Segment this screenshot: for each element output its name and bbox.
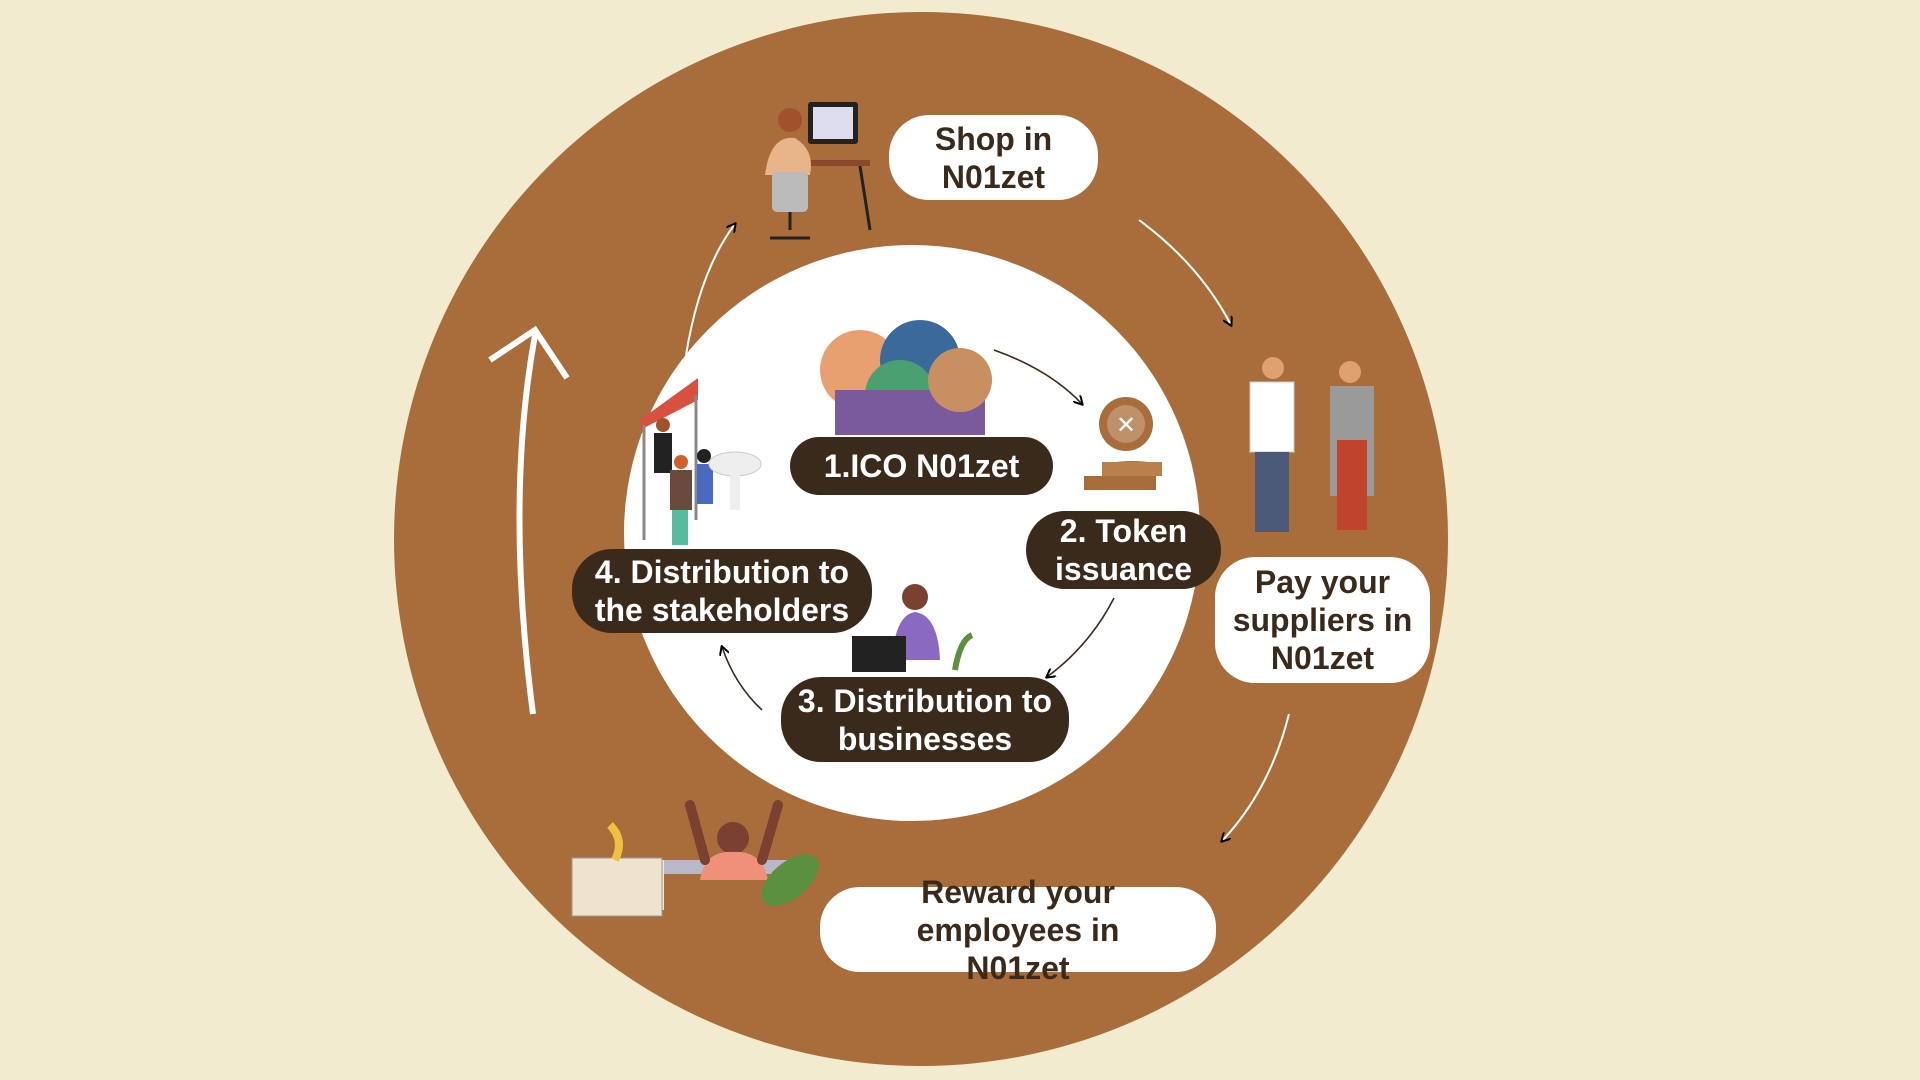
arrow-businesses-to-stakeholders xyxy=(722,647,763,711)
arrow-shop-to-pay xyxy=(1138,219,1231,325)
handshake-illustration xyxy=(1249,357,1374,532)
step-ico-label: 1.ICO N01zet xyxy=(790,437,1053,495)
booth-stakeholders-illustration xyxy=(640,378,762,545)
step-reward-employees-label: Reward your employees in N01zet xyxy=(820,874,1216,986)
arrow-token-to-businesses xyxy=(1047,597,1115,677)
token-coin-illustration: ✕ xyxy=(1084,397,1162,490)
step-token-issuance-label: 2. Token issuance xyxy=(1026,511,1221,589)
crowd-illustration xyxy=(820,320,992,435)
arrow-pay-to-reward xyxy=(1222,713,1290,841)
step-distribution-businesses-label: 3. Distribution to businesses xyxy=(781,677,1069,762)
celebrating-employee-illustration xyxy=(571,800,819,917)
big-arrow-head xyxy=(488,325,570,380)
businesswoman-at-desk-illustration xyxy=(852,584,974,672)
step-distribution-stakeholders-label: 4. Distribution to the stakeholders xyxy=(572,549,872,633)
step-shop-label: Shop in N01zet xyxy=(889,115,1098,200)
step-pay-suppliers-label: Pay your suppliers in N01zet xyxy=(1215,557,1430,683)
arrow-stakeholders-to-shop xyxy=(685,224,735,356)
svg-text:✕: ✕ xyxy=(1116,411,1136,439)
person-at-computer-illustration xyxy=(765,102,872,240)
arrow-ico-to-token xyxy=(993,349,1082,404)
big-arrow-up xyxy=(516,334,538,715)
